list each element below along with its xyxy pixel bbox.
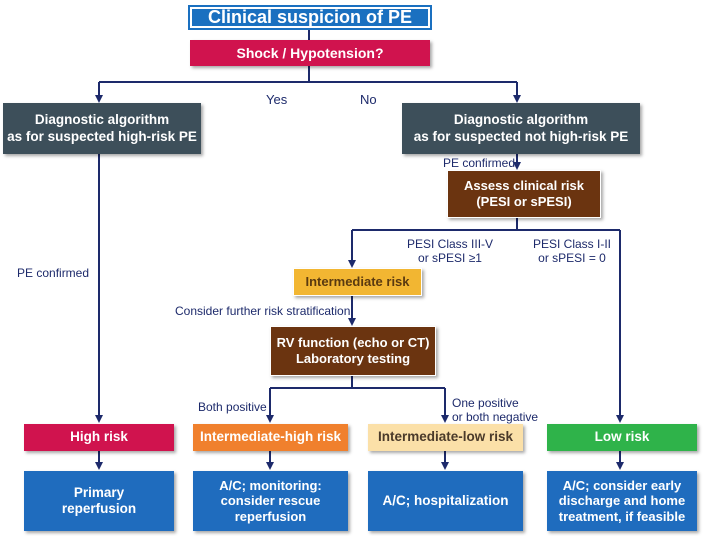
intermediate-text: Intermediate risk xyxy=(305,274,410,290)
intermediate-high-risk-box: Intermediate-high risk xyxy=(193,424,348,451)
primary-reperfusion-box: Primary reperfusion xyxy=(24,471,174,531)
assess-line1: Assess clinical risk xyxy=(464,178,584,194)
yes-label: Yes xyxy=(266,92,288,107)
pesi-class-1-2-label: PESI Class I-II or sPESI = 0 xyxy=(533,237,612,266)
diagnostic-not-high-risk-box: Diagnostic algorithm as for suspected no… xyxy=(402,103,640,154)
int-low-action-box: A/C; hospitalization xyxy=(368,471,523,531)
pe-confirmed-right-label: PE confirmed xyxy=(443,156,516,170)
consider-stratification-label: Consider further risk stratification xyxy=(175,304,351,318)
both-positive-label: Both positive xyxy=(198,400,267,414)
pe-confirmed-left-label: PE confirmed xyxy=(17,266,90,280)
intermediate-low-risk-box: Intermediate-low risk xyxy=(368,424,523,451)
diag-high-line1: Diagnostic algorithm xyxy=(34,112,170,128)
diag-high-line2: as for suspected high-risk PE xyxy=(7,128,197,144)
pesi-class-3-5-label: PESI Class III-V or sPESI ≥1 xyxy=(407,237,494,266)
low-risk-box: Low risk xyxy=(547,424,697,451)
low-risk-text: Low risk xyxy=(594,429,650,445)
assess-line2: (PESI or sPESI) xyxy=(476,194,572,209)
title-text: Clinical suspicion of PE xyxy=(192,7,428,27)
rv-line2: Laboratory testing xyxy=(295,351,411,366)
int-high-text: Intermediate-high risk xyxy=(199,429,342,445)
diagnostic-high-risk-box: Diagnostic algorithm as for suspected hi… xyxy=(3,103,201,154)
high-risk-box: High risk xyxy=(24,424,174,451)
diag-not-high-line2: as for suspected not high-risk PE xyxy=(413,128,629,144)
one-positive-label: One positive or both negative xyxy=(452,396,539,425)
no-label: No xyxy=(360,92,377,107)
intermediate-risk-box: Intermediate risk xyxy=(293,268,422,296)
low-risk-action-box: A/C; consider early discharge and home t… xyxy=(547,471,697,531)
shock-hypotension-box: Shock / Hypotension? xyxy=(190,40,430,66)
diag-not-high-line1: Diagnostic algorithm xyxy=(453,112,589,128)
title-box: Clinical suspicion of PE xyxy=(188,5,432,30)
assess-clinical-risk-box: Assess clinical risk (PESI or sPESI) xyxy=(447,170,601,218)
high-risk-text: High risk xyxy=(70,429,128,445)
int-low-text: Intermediate-low risk xyxy=(377,429,514,445)
int-high-action-box: A/C; monitoring: consider rescue reperfu… xyxy=(193,471,348,531)
shock-text: Shock / Hypotension? xyxy=(236,44,384,61)
rv-line1: RV function (echo or CT) xyxy=(276,335,430,351)
rv-function-box: RV function (echo or CT) Laboratory test… xyxy=(270,326,436,376)
